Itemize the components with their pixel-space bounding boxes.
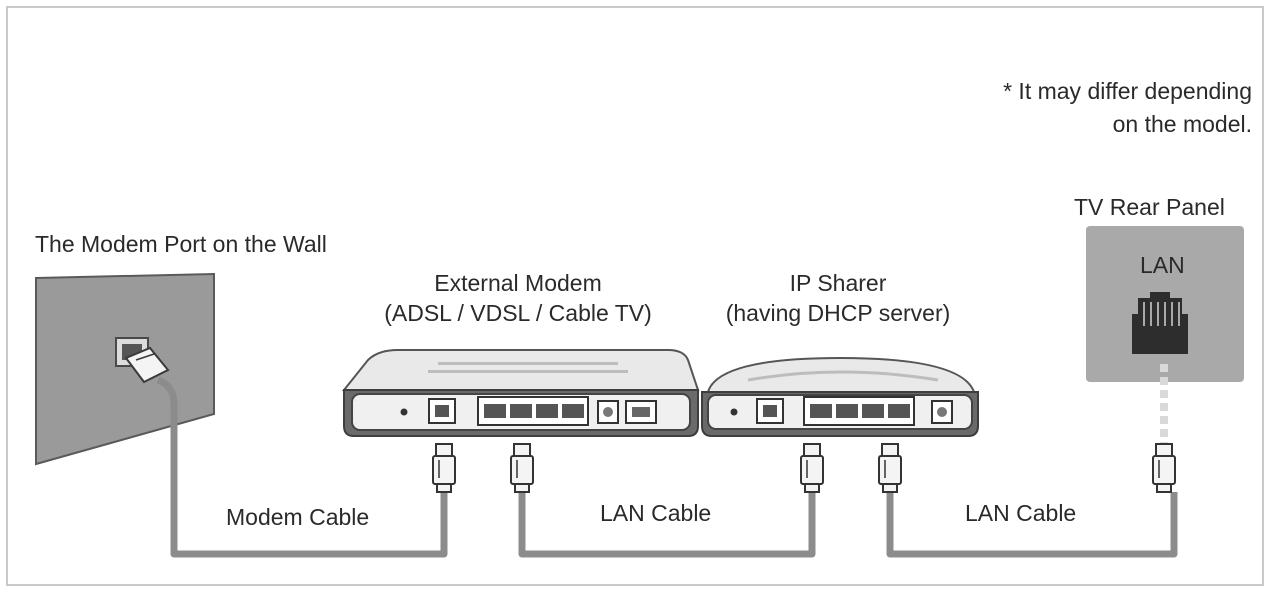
lan-cable-label-1: LAN Cable <box>600 500 712 526</box>
modem-cable-label: Modem Cable <box>226 504 370 530</box>
lan-port-icon <box>1132 292 1188 354</box>
ip-sharer <box>701 356 979 437</box>
lan-cable-1 <box>518 492 816 558</box>
tv-lan-label: LAN <box>1140 252 1185 278</box>
lan-cable-label-2: LAN Cable <box>965 500 1077 526</box>
rj45-plug-icon-sharer-out <box>878 443 902 493</box>
lan-cable-2 <box>886 492 1178 558</box>
ip-sharer-title: IP Sharer <box>789 270 887 296</box>
diagram-frame: * It may differ depending on the model. … <box>6 6 1264 586</box>
wall-panel <box>35 272 215 466</box>
modem-title: External Modem <box>434 270 602 296</box>
rj45-plug-icon-sharer-in <box>800 443 824 493</box>
modem-subtitle: (ADSL / VDSL / Cable TV) <box>384 300 652 326</box>
modem-cable <box>156 376 448 558</box>
wall-port-title: The Modem Port on the Wall <box>35 231 327 257</box>
cables <box>156 376 1178 558</box>
ip-sharer-subtitle: (having DHCP server) <box>725 300 951 326</box>
model-note-line2: on the model. <box>1112 111 1252 137</box>
wall-plug-icon <box>124 346 170 384</box>
rj45-plug-icon-tv <box>1152 443 1176 493</box>
tv-rear-panel <box>1086 226 1244 448</box>
external-modem <box>341 349 700 437</box>
network-connection-diagram <box>35 226 1244 558</box>
model-note-line1: * It may differ depending <box>1003 78 1252 104</box>
rj45-plug-icon-modem-lan <box>510 443 534 493</box>
tv-rear-panel-title: TV Rear Panel <box>1074 194 1225 220</box>
rj45-plug-icon-modem <box>432 443 456 493</box>
